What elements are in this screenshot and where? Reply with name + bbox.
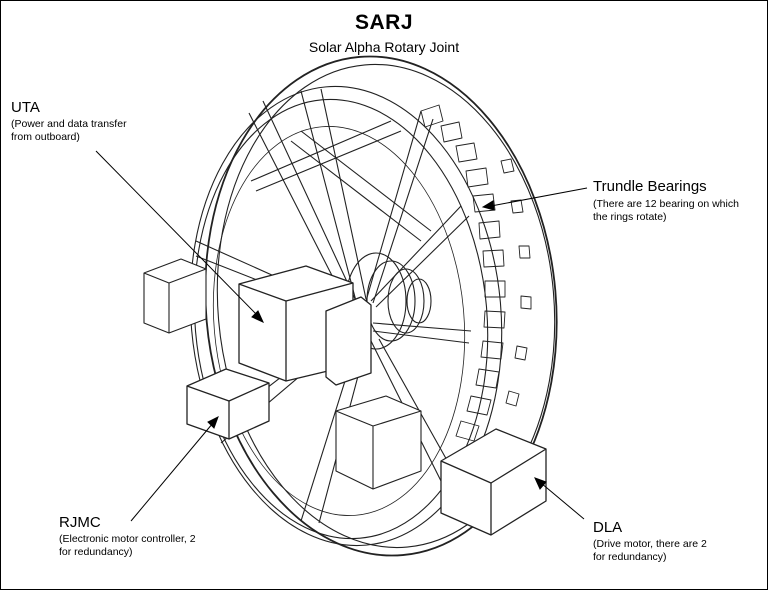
trundle-leader-arrow bbox=[481, 200, 495, 211]
trundle-bearings-label: Trundle Bearings bbox=[593, 178, 707, 195]
rjmc-description-line: (Electronic motor controller, 2 bbox=[59, 533, 196, 545]
uta-leader-line bbox=[95, 150, 259, 317]
dla-leader-arrow bbox=[534, 477, 547, 490]
uta-label: UTA bbox=[11, 99, 40, 116]
trundle-segments bbox=[420, 104, 532, 442]
dla-leader-line bbox=[540, 482, 585, 520]
trundle-bearings-description: (There are 12 bearing on which the rings… bbox=[593, 198, 763, 224]
callout-leaders bbox=[95, 150, 588, 522]
uta-box bbox=[238, 265, 372, 386]
dla-description-line: (Drive motor, there are 2 bbox=[593, 538, 707, 550]
uta-description-line: (Power and data transfer bbox=[11, 118, 127, 130]
diagram-subtitle: Solar Alpha Rotary Joint bbox=[308, 39, 460, 55]
dla-box bbox=[440, 428, 547, 536]
left-brackets bbox=[143, 258, 422, 490]
rjmc-leader-arrow bbox=[207, 415, 219, 429]
rjmc-leader-line bbox=[130, 422, 214, 522]
uta-description: (Power and data transfer from outboard) bbox=[11, 118, 181, 144]
rjmc-description-line: for redundancy) bbox=[59, 546, 133, 558]
uta-description-line: from outboard) bbox=[11, 131, 80, 143]
rjmc-label: RJMC bbox=[59, 514, 101, 531]
dla-description-line: for redundancy) bbox=[593, 551, 667, 563]
trundle-leader-line bbox=[490, 187, 588, 207]
outer-ring bbox=[189, 55, 558, 557]
dla-label: DLA bbox=[593, 519, 623, 536]
dla-description: (Drive motor, there are 2 for redundancy… bbox=[593, 538, 763, 564]
trundle-description-line: (There are 12 bearing on which bbox=[593, 198, 739, 210]
rjmc-box bbox=[186, 368, 270, 440]
trundle-description-line: the rings rotate) bbox=[593, 211, 667, 223]
rjmc-description: (Electronic motor controller, 2 for redu… bbox=[59, 533, 239, 559]
uta-leader-arrow bbox=[251, 310, 265, 324]
diagram-title: SARJ bbox=[354, 11, 414, 34]
